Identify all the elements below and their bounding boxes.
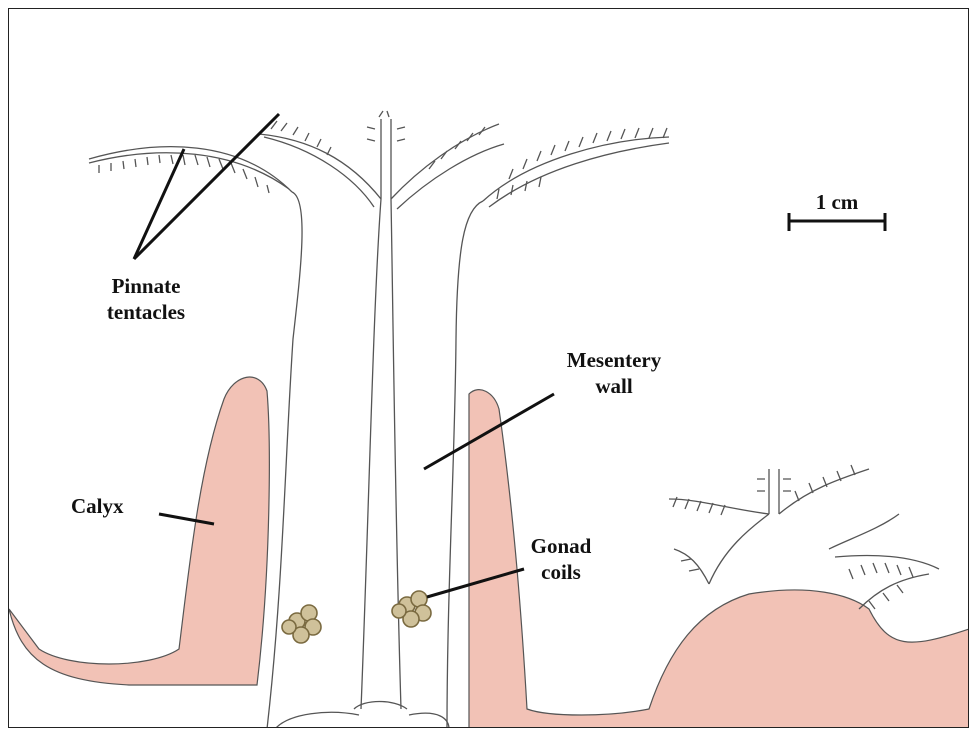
label-gonad-line2: coils [511,559,611,585]
label-mesentery-line1: Mesentery [549,347,679,373]
label-scale: 1 cm [789,189,885,215]
label-gonad-line1: Gonad [511,533,611,559]
label-mesentery-wall: Mesentery wall [549,347,679,399]
pinnate-tentacles-main [89,111,669,209]
label-pinnate-line2: tentacles [81,299,211,325]
label-mesentery-line2: wall [549,373,679,399]
pinnate-tentacles-small-polyp [669,465,939,609]
label-gonad-coils: Gonad coils [511,533,611,585]
diagram-frame: Pinnate tentacles Mesentery wall Calyx G… [8,8,969,728]
label-pinnate-tentacles: Pinnate tentacles [81,273,211,325]
label-calyx: Calyx [71,493,124,519]
coral-polyp-drawing [9,9,969,728]
gonad-coils [282,591,431,643]
scale-bar [789,213,885,231]
calyx-tissue [9,377,969,728]
polyp-stalk [267,192,483,728]
label-pinnate-line1: Pinnate [81,273,211,299]
